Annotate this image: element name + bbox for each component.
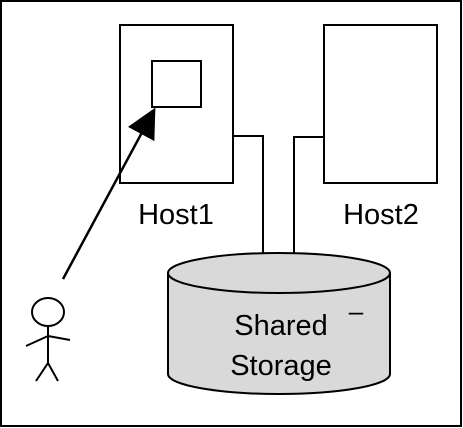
user-stick-figure xyxy=(25,297,71,382)
user-left-leg xyxy=(35,362,49,382)
user-right-leg xyxy=(47,362,59,382)
host1-storage-connector xyxy=(233,135,264,255)
host2-storage-connector xyxy=(293,136,324,255)
shared-storage-cylinder xyxy=(167,252,391,395)
user-right-arm xyxy=(47,335,71,341)
storage-label-line1: Shared xyxy=(234,310,328,342)
storage-label-line2: Storage xyxy=(230,350,332,382)
user-to-vm-arrow xyxy=(61,107,156,280)
user-head xyxy=(31,297,65,327)
user-left-arm xyxy=(25,335,49,347)
host2-label: Host2 xyxy=(343,199,419,231)
storage-mark: – xyxy=(349,296,364,326)
host1-label: Host1 xyxy=(138,199,214,231)
vm-box xyxy=(151,60,202,108)
host2-box xyxy=(323,24,438,184)
